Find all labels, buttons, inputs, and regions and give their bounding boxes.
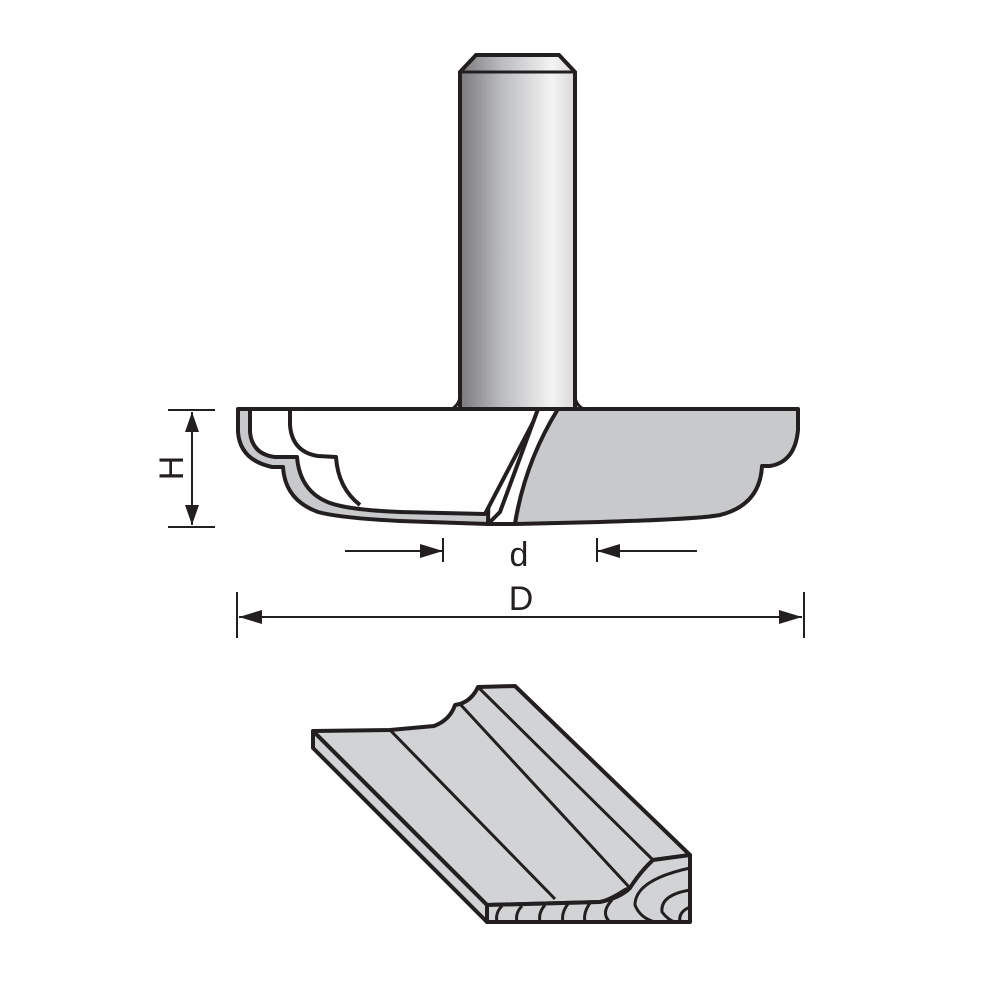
cutting-diameter-label: D	[509, 580, 534, 618]
bore-diameter-dimension	[345, 538, 697, 562]
bore-diameter-label: d	[510, 536, 529, 574]
moulded-workpiece	[311, 684, 692, 924]
height-dimension	[168, 409, 215, 528]
height-label: H	[153, 456, 191, 481]
cutter-body	[236, 407, 800, 526]
cutting-diameter-dimension	[236, 592, 805, 638]
wood-grain	[495, 866, 691, 924]
shank	[449, 53, 586, 412]
